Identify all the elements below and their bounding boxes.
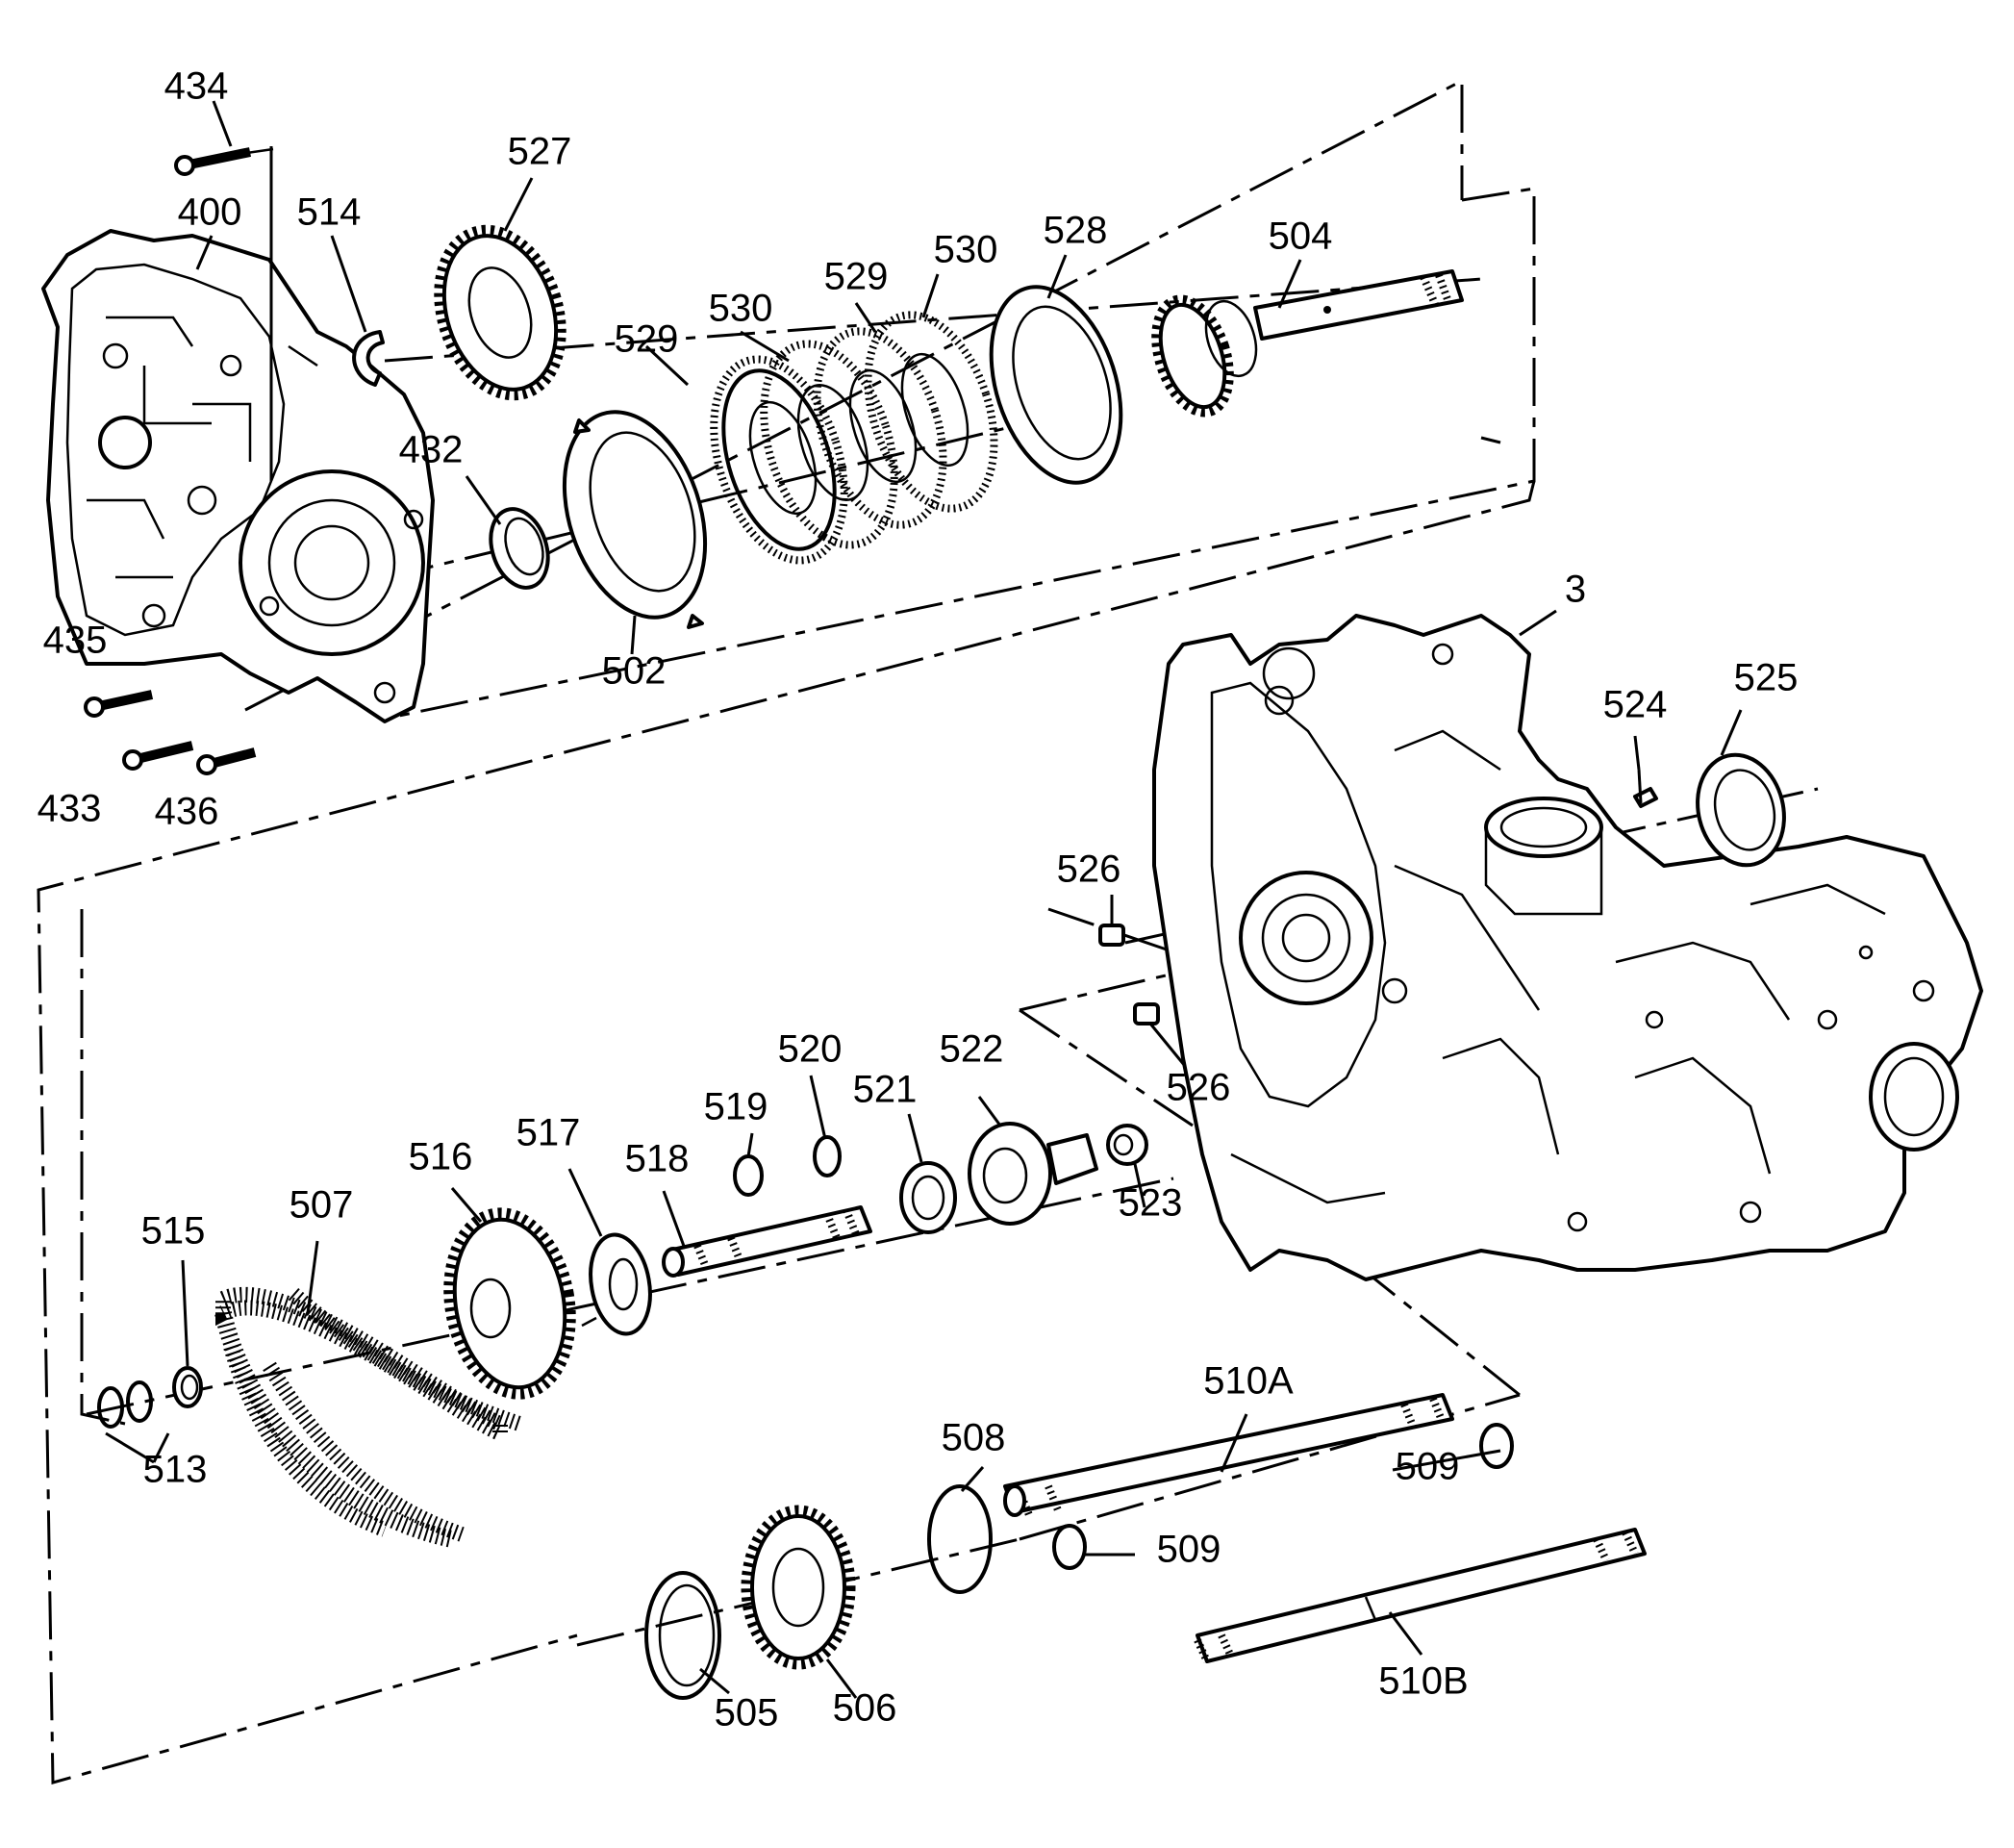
snap-ring-514 xyxy=(352,330,385,387)
shaft-504 xyxy=(1151,269,1464,418)
callout-517: 517 xyxy=(516,1112,581,1154)
callout-508: 508 xyxy=(942,1417,1006,1459)
seal-ring-519 xyxy=(733,1154,764,1197)
callout-504: 504 xyxy=(1269,215,1333,258)
snap-ring-508 xyxy=(927,1484,993,1594)
sprocket-hub-522 xyxy=(968,1122,1098,1226)
seal-525 xyxy=(1696,752,1786,868)
callout-527: 527 xyxy=(508,131,572,173)
drive-chain-507 xyxy=(214,1286,522,1548)
callout-510b: 510B xyxy=(1378,1660,1468,1703)
callout-509-lower: 509 xyxy=(1157,1529,1221,1571)
transaxle-case xyxy=(1152,614,1983,1281)
callout-400: 400 xyxy=(178,191,242,234)
cover-bolt-436 xyxy=(196,747,257,775)
bolt-524 xyxy=(1633,769,1658,808)
seal-ring-509-upper xyxy=(1479,1423,1514,1469)
callout-523: 523 xyxy=(1119,1182,1183,1225)
callout-524: 524 xyxy=(1603,684,1668,726)
callout-522: 522 xyxy=(940,1028,1004,1071)
axle-shaft-510b xyxy=(1194,1528,1647,1663)
phantom-border-lines xyxy=(37,78,1536,1785)
bearing-521 xyxy=(899,1161,957,1234)
callout-529-front: 529 xyxy=(615,318,679,361)
valve-body-cover xyxy=(41,229,435,723)
callout-530-rear: 530 xyxy=(934,229,998,271)
callout-435: 435 xyxy=(43,620,108,662)
callout-513: 513 xyxy=(143,1449,208,1491)
snap-rings-513 xyxy=(97,1380,153,1429)
callout-509-upper: 509 xyxy=(1396,1446,1460,1488)
callout-515: 515 xyxy=(141,1210,206,1253)
callout-526-upper: 526 xyxy=(1057,848,1121,891)
thrust-washer-505 xyxy=(644,1571,721,1700)
gear-527 xyxy=(434,224,566,401)
thrust-washer-432 xyxy=(489,507,550,590)
callout-526-lower: 526 xyxy=(1167,1067,1231,1109)
shaft-518 xyxy=(662,1205,872,1278)
callout-529-rear: 529 xyxy=(824,256,889,298)
cover-bolt-435 xyxy=(84,690,154,718)
callout-3: 3 xyxy=(1565,569,1586,611)
callout-514: 514 xyxy=(297,191,362,234)
pressure-plate-502 xyxy=(562,410,708,629)
callout-505: 505 xyxy=(715,1692,779,1734)
callout-521: 521 xyxy=(853,1069,918,1111)
callout-520: 520 xyxy=(778,1028,843,1071)
thrust-washer-517 xyxy=(581,1232,652,1336)
callout-525: 525 xyxy=(1734,657,1799,699)
callout-528: 528 xyxy=(1044,210,1108,252)
callout-432: 432 xyxy=(399,429,464,471)
callout-516: 516 xyxy=(409,1136,473,1178)
bushing-523 xyxy=(1106,1124,1148,1166)
callout-507: 507 xyxy=(290,1184,354,1227)
callout-434: 434 xyxy=(164,65,229,108)
callout-433: 433 xyxy=(38,788,102,830)
callout-436: 436 xyxy=(155,791,219,833)
callout-502: 502 xyxy=(602,650,667,693)
cover-bolt-433 xyxy=(122,741,194,771)
snap-ring-515 xyxy=(172,1366,203,1408)
seal-ring-509-lower xyxy=(1052,1524,1087,1570)
cover-bolt-434 xyxy=(174,146,274,481)
clutch-plate-529-rear xyxy=(813,327,947,529)
clutch-plate-530-rear xyxy=(864,311,998,513)
callout-530-front: 530 xyxy=(709,288,773,330)
callout-519: 519 xyxy=(704,1086,768,1128)
backing-plate-528 xyxy=(989,285,1123,485)
callout-510a: 510A xyxy=(1203,1360,1294,1403)
leader-lines xyxy=(105,100,1743,1699)
callout-labels: 434 400 514 527 432 435 433 436 529 530 … xyxy=(38,65,1799,1734)
callout-506: 506 xyxy=(833,1687,897,1730)
seal-ring-520 xyxy=(813,1135,842,1177)
dowel-526-upper xyxy=(1098,924,1125,947)
dowel-526-lower xyxy=(1133,1002,1160,1025)
drive-sprocket-516 xyxy=(443,1207,576,1400)
callout-518: 518 xyxy=(625,1138,690,1180)
differential-gear-506 xyxy=(741,1505,856,1670)
